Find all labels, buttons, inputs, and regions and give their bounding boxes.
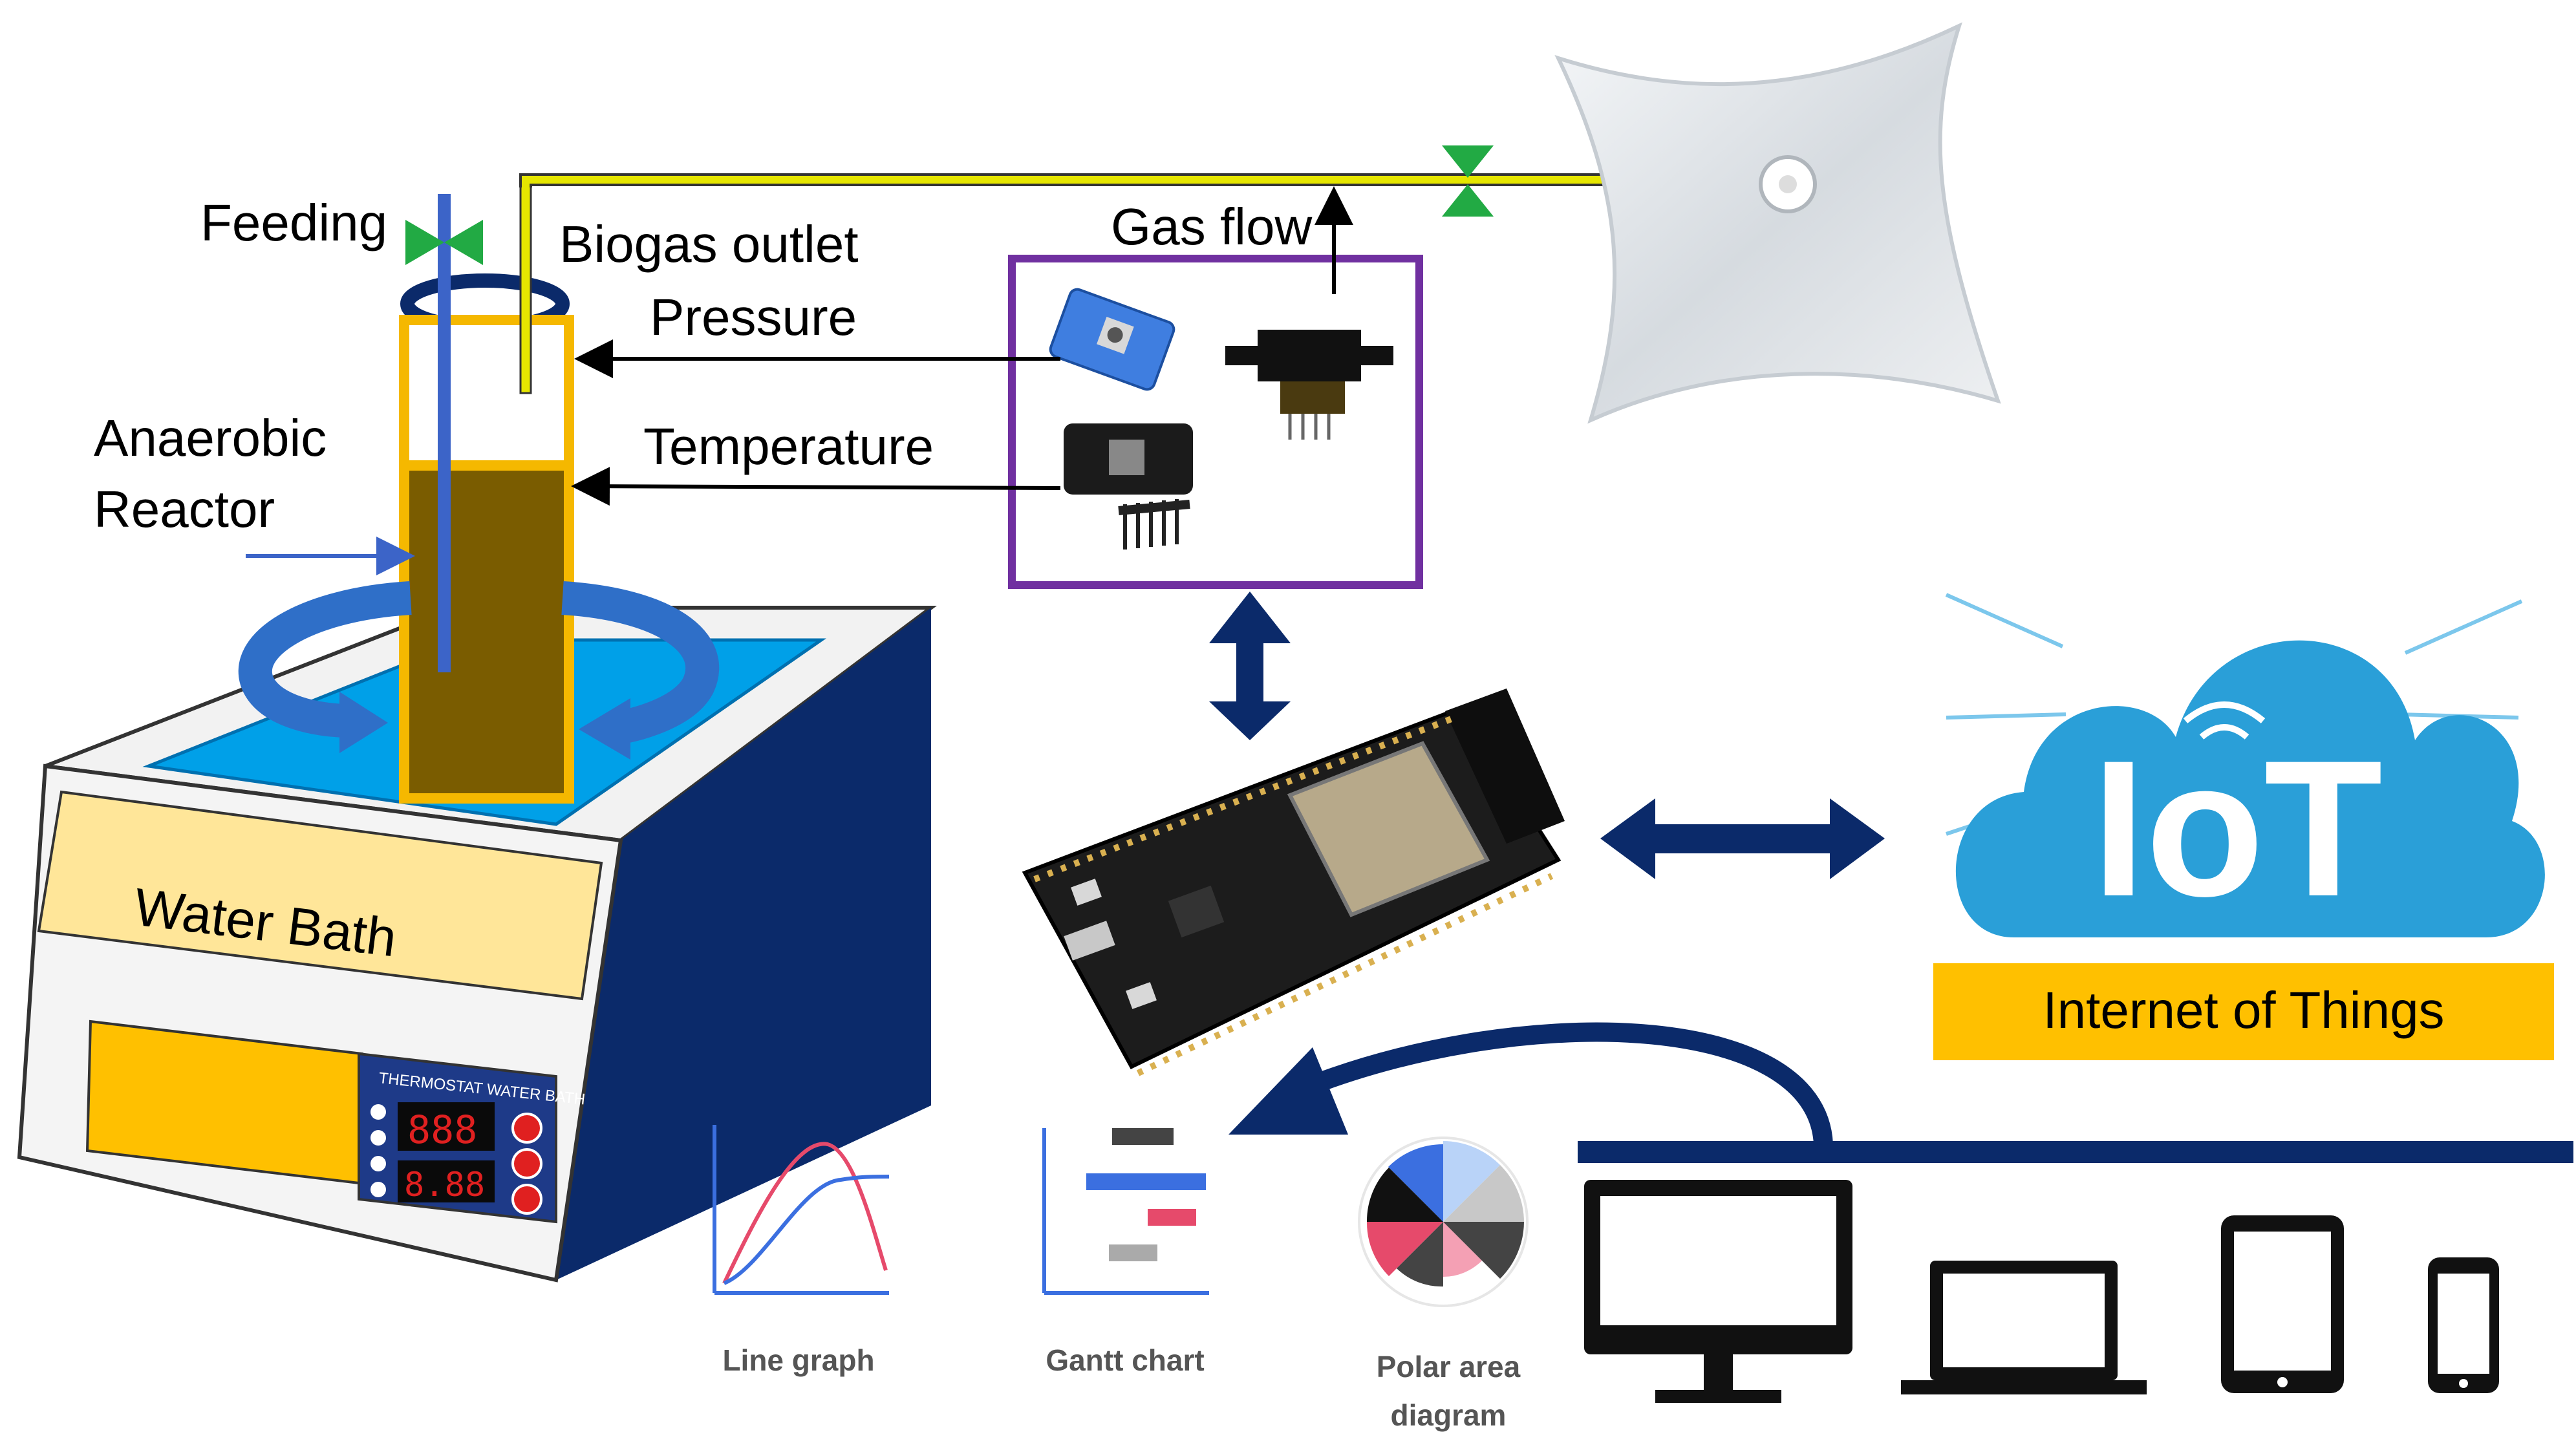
reactor-label-line2: Reactor bbox=[94, 480, 275, 538]
panel-button-3 bbox=[370, 1156, 386, 1171]
temperature-display bbox=[398, 1102, 495, 1151]
panel-knob-2 bbox=[511, 1148, 542, 1179]
pressure-sensor-icon bbox=[1049, 288, 1175, 391]
water-bath: Water Bath THERMOSTAT WATER BATH 888 8.8… bbox=[17, 606, 937, 1283]
board-button-1 bbox=[1071, 879, 1102, 906]
line-graph-label: Line graph bbox=[722, 1343, 874, 1377]
mixing-arrow-right-head bbox=[579, 698, 630, 760]
smartphone-icon bbox=[2428, 1257, 2499, 1393]
laptop-icon bbox=[1901, 1261, 2147, 1394]
anaerobic-reactor bbox=[399, 178, 574, 804]
board-button-2 bbox=[1126, 982, 1157, 1009]
gas-bag-port-center bbox=[1779, 175, 1797, 193]
iot-banner bbox=[1933, 963, 2554, 1060]
biogas-outlet-label: Biogas outlet bbox=[559, 215, 859, 273]
polar-area-label-2: diagram bbox=[1391, 1398, 1507, 1432]
polar-area-icon bbox=[1358, 1137, 1529, 1307]
gantt-chart-icon bbox=[1042, 1128, 1209, 1295]
temperature-label: Temperature bbox=[643, 418, 934, 475]
reactor-label-line1: Anaerobic bbox=[94, 409, 327, 467]
panel-button-4 bbox=[370, 1182, 386, 1197]
flow-sensor-icon bbox=[1225, 330, 1393, 440]
gas-valve-icon bbox=[1442, 145, 1494, 217]
feeding-label: Feeding bbox=[200, 194, 387, 251]
tablet-icon bbox=[2221, 1215, 2344, 1393]
wifi-icon bbox=[2183, 701, 2266, 740]
reactor-sludge bbox=[399, 460, 574, 804]
data-return-arrow-head bbox=[1229, 1047, 1348, 1135]
time-display-value: 8.88 bbox=[404, 1166, 485, 1204]
mixing-arrow-left-head bbox=[339, 692, 388, 753]
water-bath-side bbox=[556, 608, 931, 1280]
desktop-monitor-icon bbox=[1584, 1180, 1852, 1403]
time-display bbox=[398, 1160, 495, 1202]
microcontroller-board bbox=[1022, 688, 1565, 1076]
panel-knob-1 bbox=[511, 1113, 542, 1144]
devices-bar bbox=[1578, 1141, 2573, 1163]
mixing-arrow-right bbox=[561, 581, 720, 744]
polar-area-label-1: Polar area bbox=[1377, 1350, 1521, 1383]
board-wifi-module bbox=[1287, 741, 1490, 917]
gas-flow-label: Gas flow bbox=[1111, 198, 1312, 255]
iot-cloud-shape bbox=[1955, 640, 2545, 937]
temperature-sensor-icon bbox=[1064, 423, 1193, 550]
board-usb-port bbox=[1064, 921, 1115, 961]
iot-banner-label: Internet of Things bbox=[2043, 981, 2444, 1039]
temperature-display-value: 888 bbox=[407, 1107, 477, 1153]
board-pins-top bbox=[1033, 714, 1456, 882]
board-chip bbox=[1168, 885, 1225, 938]
feeding-pipe bbox=[438, 194, 451, 672]
gas-bag bbox=[1554, 22, 2001, 424]
water-bath-label-band bbox=[37, 790, 603, 1001]
gantt-chart-label: Gantt chart bbox=[1046, 1343, 1204, 1377]
mixing-arrow-left bbox=[238, 581, 412, 738]
gas-bag-body bbox=[1554, 22, 2001, 424]
sensor-board-double-arrow bbox=[1209, 592, 1291, 740]
feeding-valve-icon bbox=[405, 220, 483, 265]
reactor-headspace bbox=[399, 315, 574, 471]
temperature-arrow bbox=[571, 467, 1061, 506]
iot-cloud: IoT bbox=[1945, 593, 2545, 937]
board-iot-double-arrow bbox=[1600, 798, 1885, 879]
panel-button-2 bbox=[370, 1130, 386, 1146]
panel-knob-3 bbox=[511, 1184, 542, 1215]
pressure-label: Pressure bbox=[650, 288, 857, 346]
iot-logo-text: IoT bbox=[2092, 720, 2383, 937]
line-graph-icon bbox=[713, 1125, 890, 1295]
gas-line-fill bbox=[522, 176, 1804, 187]
board-antenna bbox=[1445, 688, 1565, 844]
panel-button-1 bbox=[370, 1104, 386, 1120]
board-pins-bottom bbox=[1136, 873, 1554, 1076]
data-return-arrow bbox=[1289, 1022, 1833, 1146]
biogas-outlet-pipe bbox=[519, 178, 532, 394]
mixing-arrows bbox=[238, 581, 720, 760]
